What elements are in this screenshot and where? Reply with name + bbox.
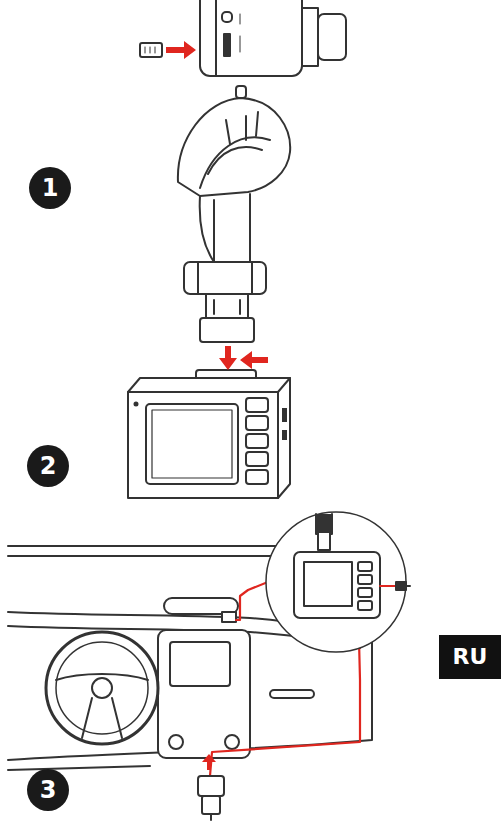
zoom-detail [266,512,410,652]
step-digit: 3 [40,778,57,802]
car-charger-plug [198,776,224,820]
suction-mount [178,86,290,342]
camera-side-view [200,0,346,76]
language-tag: RU [439,635,501,679]
dash-camera-front [128,370,290,498]
step-number: 3 [27,769,69,811]
car-interior [8,546,372,770]
direction-arrows [166,41,268,770]
step-digit: 2 [40,454,57,478]
step-digit: 1 [42,176,59,200]
step-number: 2 [27,445,69,487]
memory-card [140,43,162,57]
step-number: 1 [29,167,71,209]
language-code: RU [453,646,488,668]
